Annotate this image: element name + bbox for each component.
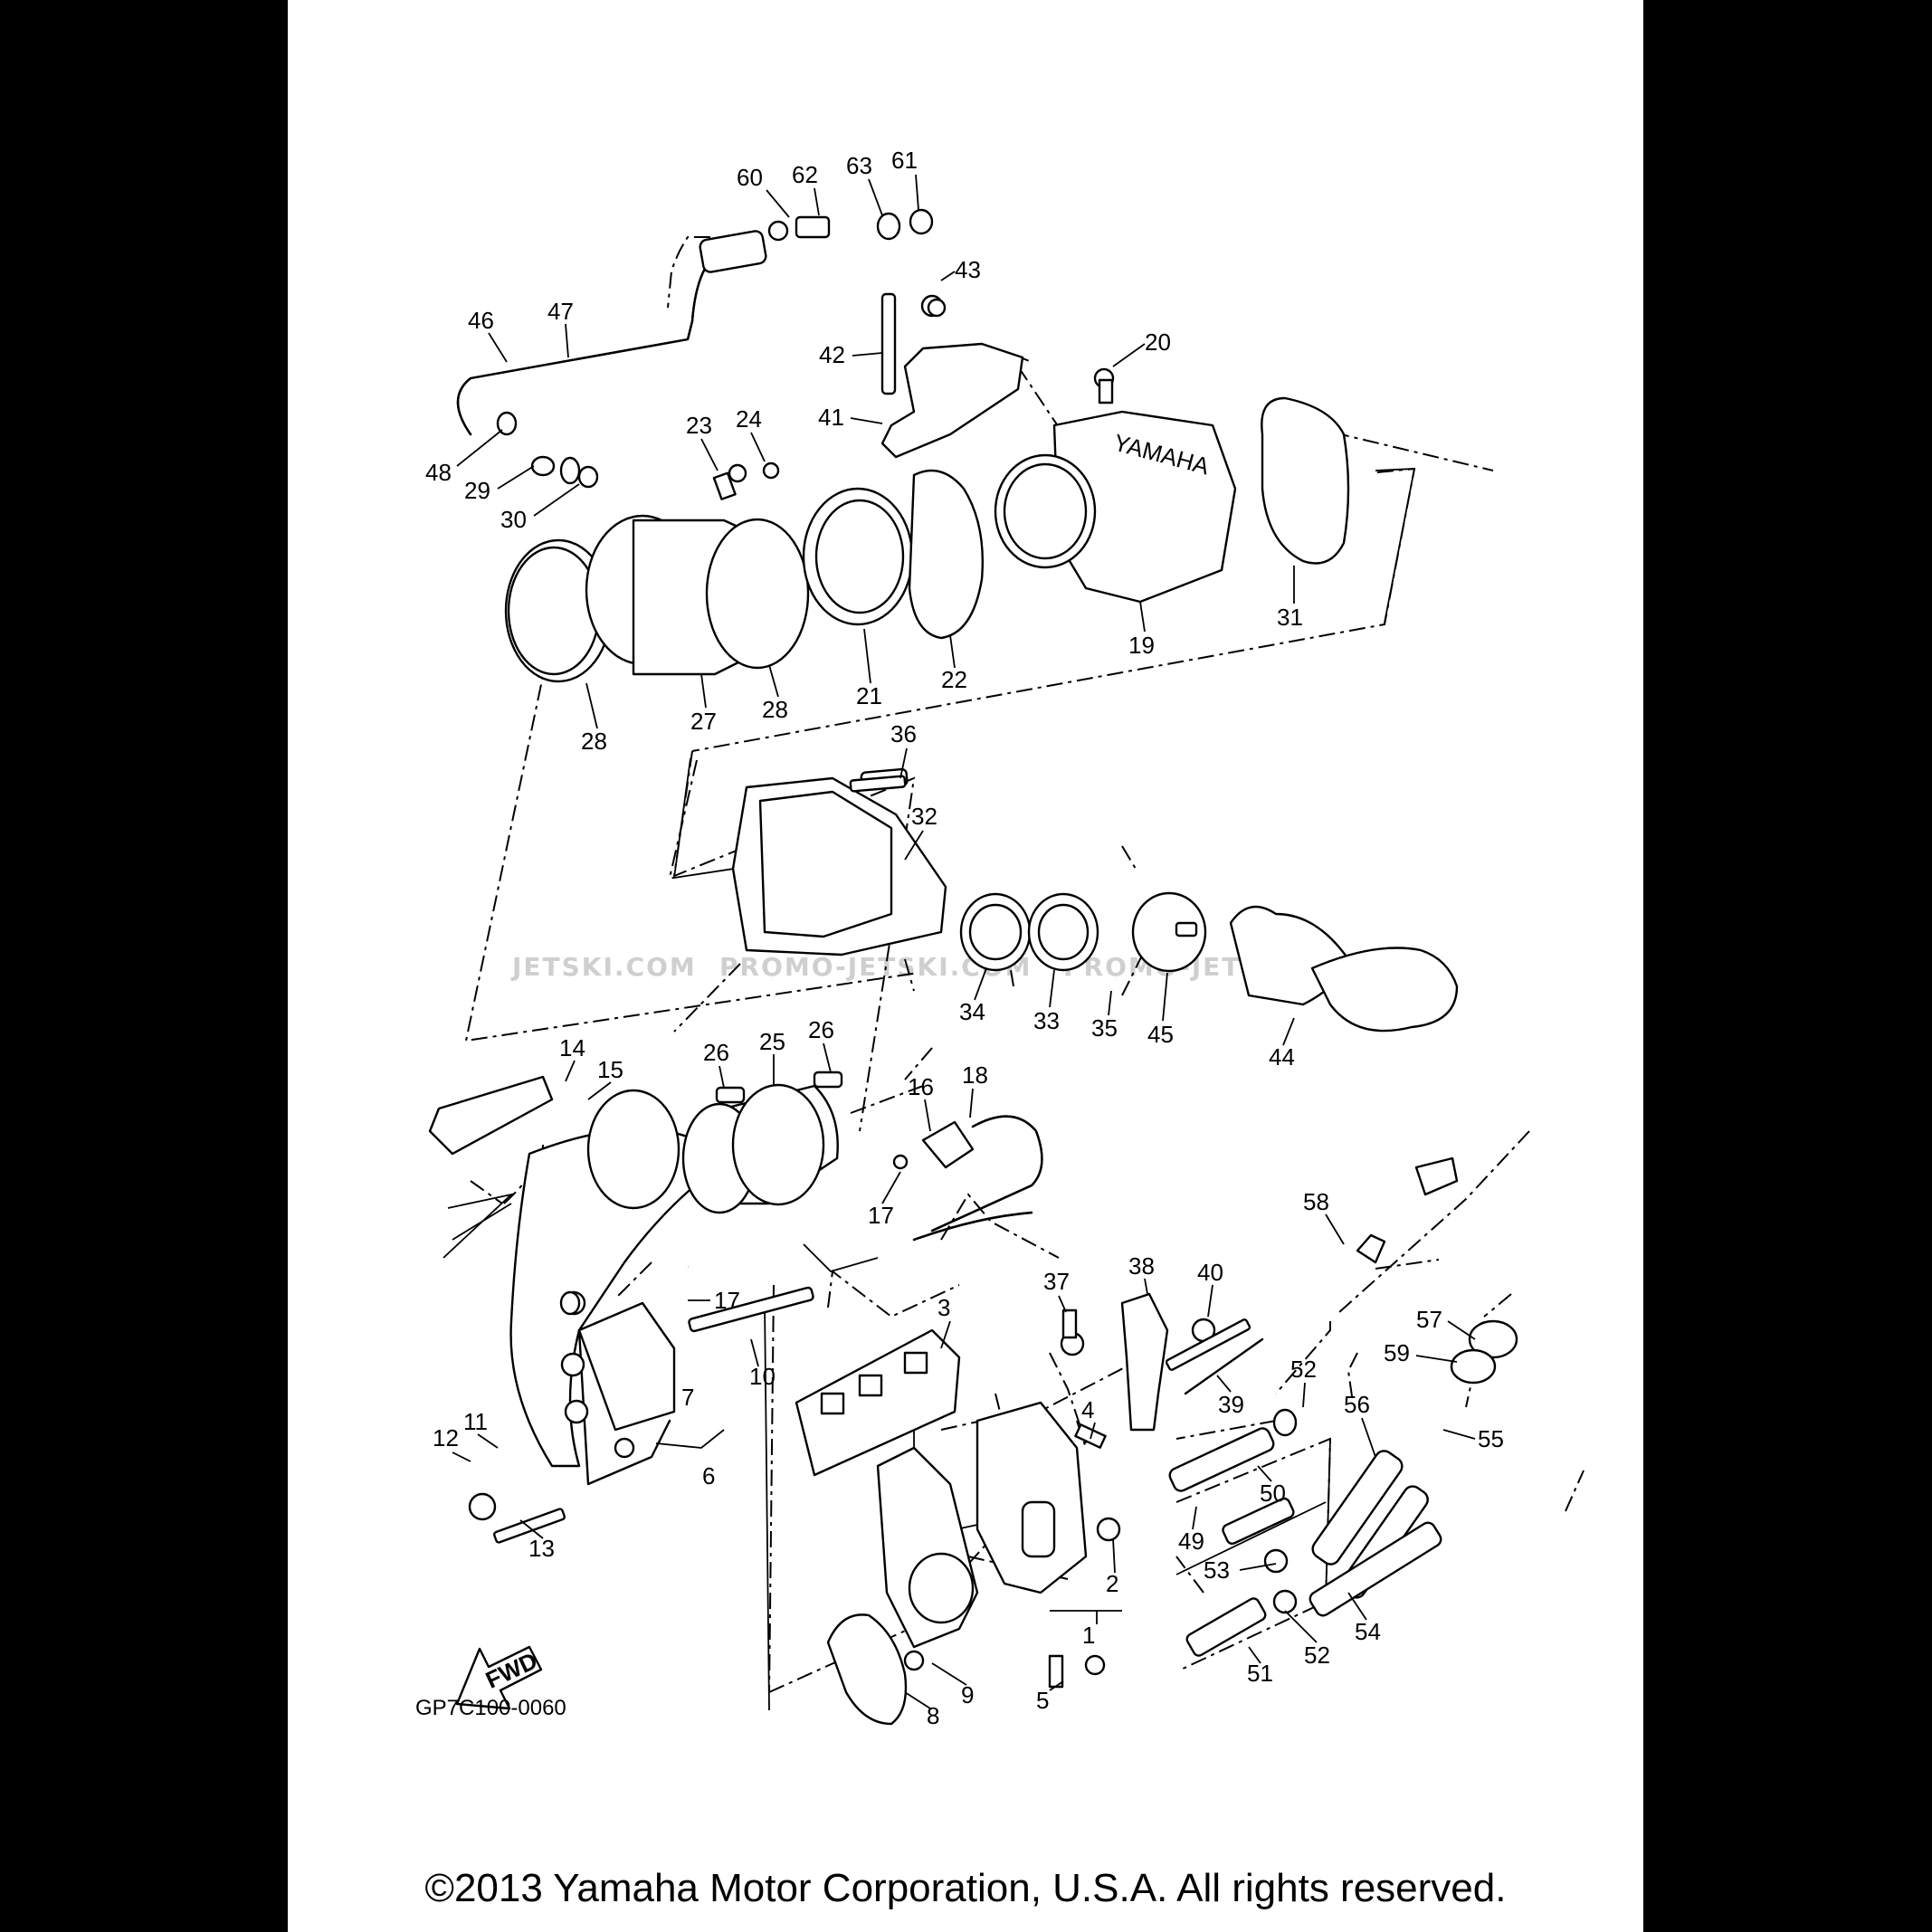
callout-30: 30 <box>500 506 527 533</box>
callout-43: 43 <box>955 256 981 283</box>
callout-29: 29 <box>464 477 490 504</box>
callout-33: 33 <box>1033 1007 1060 1034</box>
callout-52a: 52 <box>1290 1356 1317 1383</box>
callout-25: 25 <box>759 1028 785 1055</box>
exploded-parts-drawing: JETSKI.COM PROMO-JETSKI.COM PROMO-JETSKI… <box>415 147 1585 1729</box>
gasket-8 <box>826 1613 908 1726</box>
water-hose-assembly <box>456 208 934 489</box>
callout-37: 37 <box>1043 1268 1070 1295</box>
callout-48: 48 <box>425 459 452 486</box>
callout-39: 39 <box>1218 1391 1244 1418</box>
callout-45: 45 <box>1147 1021 1174 1048</box>
gasket-31 <box>1261 396 1350 565</box>
hose-and-clamps-lower <box>586 1071 1043 1242</box>
callout-13: 13 <box>528 1535 555 1562</box>
bolts <box>468 775 1252 1689</box>
callout-4: 4 <box>1081 1396 1094 1423</box>
callout-15: 15 <box>597 1056 623 1083</box>
callout-8: 8 <box>927 1702 939 1729</box>
callout-36: 36 <box>890 720 917 747</box>
callout-40: 40 <box>1197 1259 1223 1286</box>
callout-42: 42 <box>819 341 845 368</box>
callout-60: 60 <box>737 164 763 191</box>
callout-6: 6 <box>702 1462 715 1489</box>
callout-55: 55 <box>1478 1425 1504 1452</box>
callout-47: 47 <box>547 298 574 325</box>
callout-7: 7 <box>681 1384 694 1411</box>
callout-20: 20 <box>1145 328 1171 356</box>
callout-63: 63 <box>846 152 872 179</box>
callout-26b: 26 <box>808 1016 834 1043</box>
diagram-sheet: JETSKI.COM PROMO-JETSKI.COM PROMO-JETSKI… <box>288 0 1643 1932</box>
callout-16: 16 <box>908 1073 934 1100</box>
callout-28b: 28 <box>581 728 607 755</box>
exhaust-manifold-block <box>795 1328 1121 1649</box>
callout-50: 50 <box>1260 1480 1286 1507</box>
callout-53: 53 <box>1204 1556 1230 1584</box>
callout-9: 9 <box>961 1681 974 1708</box>
callout-44: 44 <box>1269 1043 1295 1071</box>
callout-58: 58 <box>1303 1188 1329 1215</box>
callout-10: 10 <box>749 1363 776 1390</box>
callout-14: 14 <box>559 1034 585 1061</box>
callout-38: 38 <box>1128 1252 1155 1280</box>
callout-57: 57 <box>1416 1306 1442 1333</box>
callout-12: 12 <box>433 1424 459 1451</box>
callout-2: 2 <box>1106 1570 1118 1597</box>
callout-3: 3 <box>937 1294 950 1321</box>
seal-rings-mid <box>959 891 1459 1033</box>
callout-24: 24 <box>736 405 762 433</box>
callout-5: 5 <box>1036 1687 1049 1714</box>
callout-56: 56 <box>1344 1391 1370 1418</box>
callout-35: 35 <box>1091 1014 1118 1042</box>
callout-labels: 60 62 63 61 43 46 47 42 20 23 24 41 48 2… <box>425 147 1504 1729</box>
callout-1: 1 <box>1082 1622 1095 1649</box>
bracket-38 <box>1060 1292 1264 1432</box>
callout-23: 23 <box>686 412 712 439</box>
callout-17a: 17 <box>868 1202 894 1229</box>
callout-32: 32 <box>911 803 937 830</box>
callout-46: 46 <box>468 307 494 334</box>
callout-52b: 52 <box>1304 1642 1330 1669</box>
exhaust-manifold-lower <box>428 1075 708 1486</box>
leader-lines <box>452 174 1476 1709</box>
callout-49: 49 <box>1178 1528 1204 1555</box>
callout-54: 54 <box>1355 1618 1381 1645</box>
callout-51: 51 <box>1247 1660 1273 1687</box>
callout-19: 19 <box>1128 632 1155 659</box>
callout-26a: 26 <box>703 1039 729 1066</box>
hose-and-clamps-upper <box>504 462 985 683</box>
callout-22: 22 <box>941 666 967 693</box>
exhaust-pipe-housing <box>731 767 947 956</box>
callout-11: 11 <box>463 1408 488 1435</box>
callout-21: 21 <box>856 682 882 709</box>
callout-62: 62 <box>792 161 818 188</box>
callout-41: 41 <box>818 404 844 431</box>
callout-34: 34 <box>959 998 985 1025</box>
callout-61: 61 <box>891 147 918 174</box>
callout-17b: 17 <box>714 1287 740 1314</box>
callout-27: 27 <box>690 708 717 735</box>
watermark-text-1: JETSKI.COM <box>510 952 697 982</box>
part-code: GP7C100-0060 <box>415 1696 566 1720</box>
exhaust-chamber: YAMAHA <box>994 410 1237 604</box>
copyright-notice: ©2013 Yamaha Motor Corporation, U.S.A. A… <box>424 1866 1507 1910</box>
callout-31: 31 <box>1277 604 1303 631</box>
callout-18: 18 <box>962 1061 988 1089</box>
fwd-label: FWD <box>481 1647 541 1694</box>
callout-28a: 28 <box>762 696 788 723</box>
callout-59: 59 <box>1384 1339 1410 1366</box>
muffler-bracket <box>880 292 1115 459</box>
